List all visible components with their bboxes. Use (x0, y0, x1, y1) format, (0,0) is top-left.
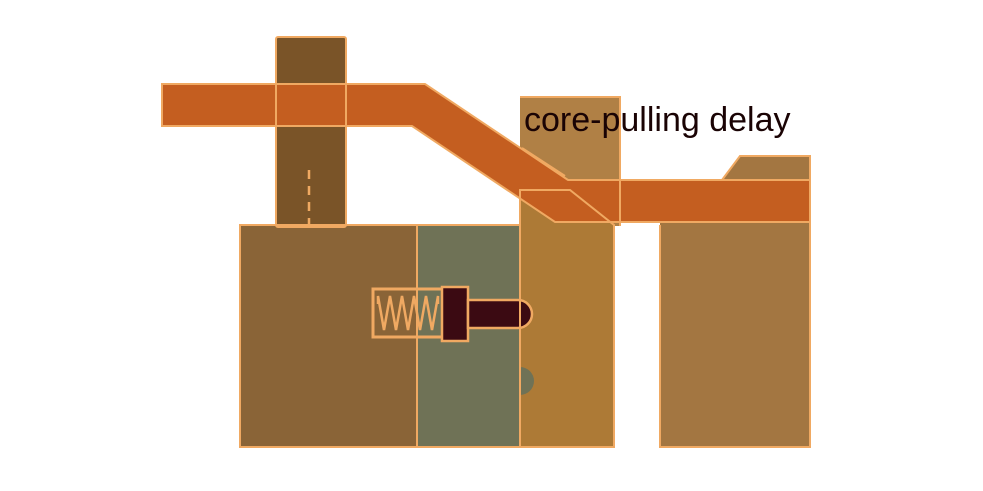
slider-outline (519, 189, 615, 448)
wedge-outline (520, 96, 621, 226)
right-fixed-plate (660, 156, 810, 447)
pillar-outline (275, 36, 347, 228)
guide-pillar (276, 37, 346, 227)
slider-block (520, 190, 614, 447)
plate-outlines (161, 36, 811, 448)
plunger-head (440, 285, 470, 343)
diagram-caption: core-pulling delay (524, 101, 791, 139)
slider-core-notch (520, 367, 534, 395)
compression-spring (376, 295, 440, 331)
right-plate-outline (659, 155, 811, 448)
angle-pin-outline (161, 83, 811, 223)
wedge-incline-line (521, 147, 566, 177)
plunger-rod (466, 298, 534, 330)
